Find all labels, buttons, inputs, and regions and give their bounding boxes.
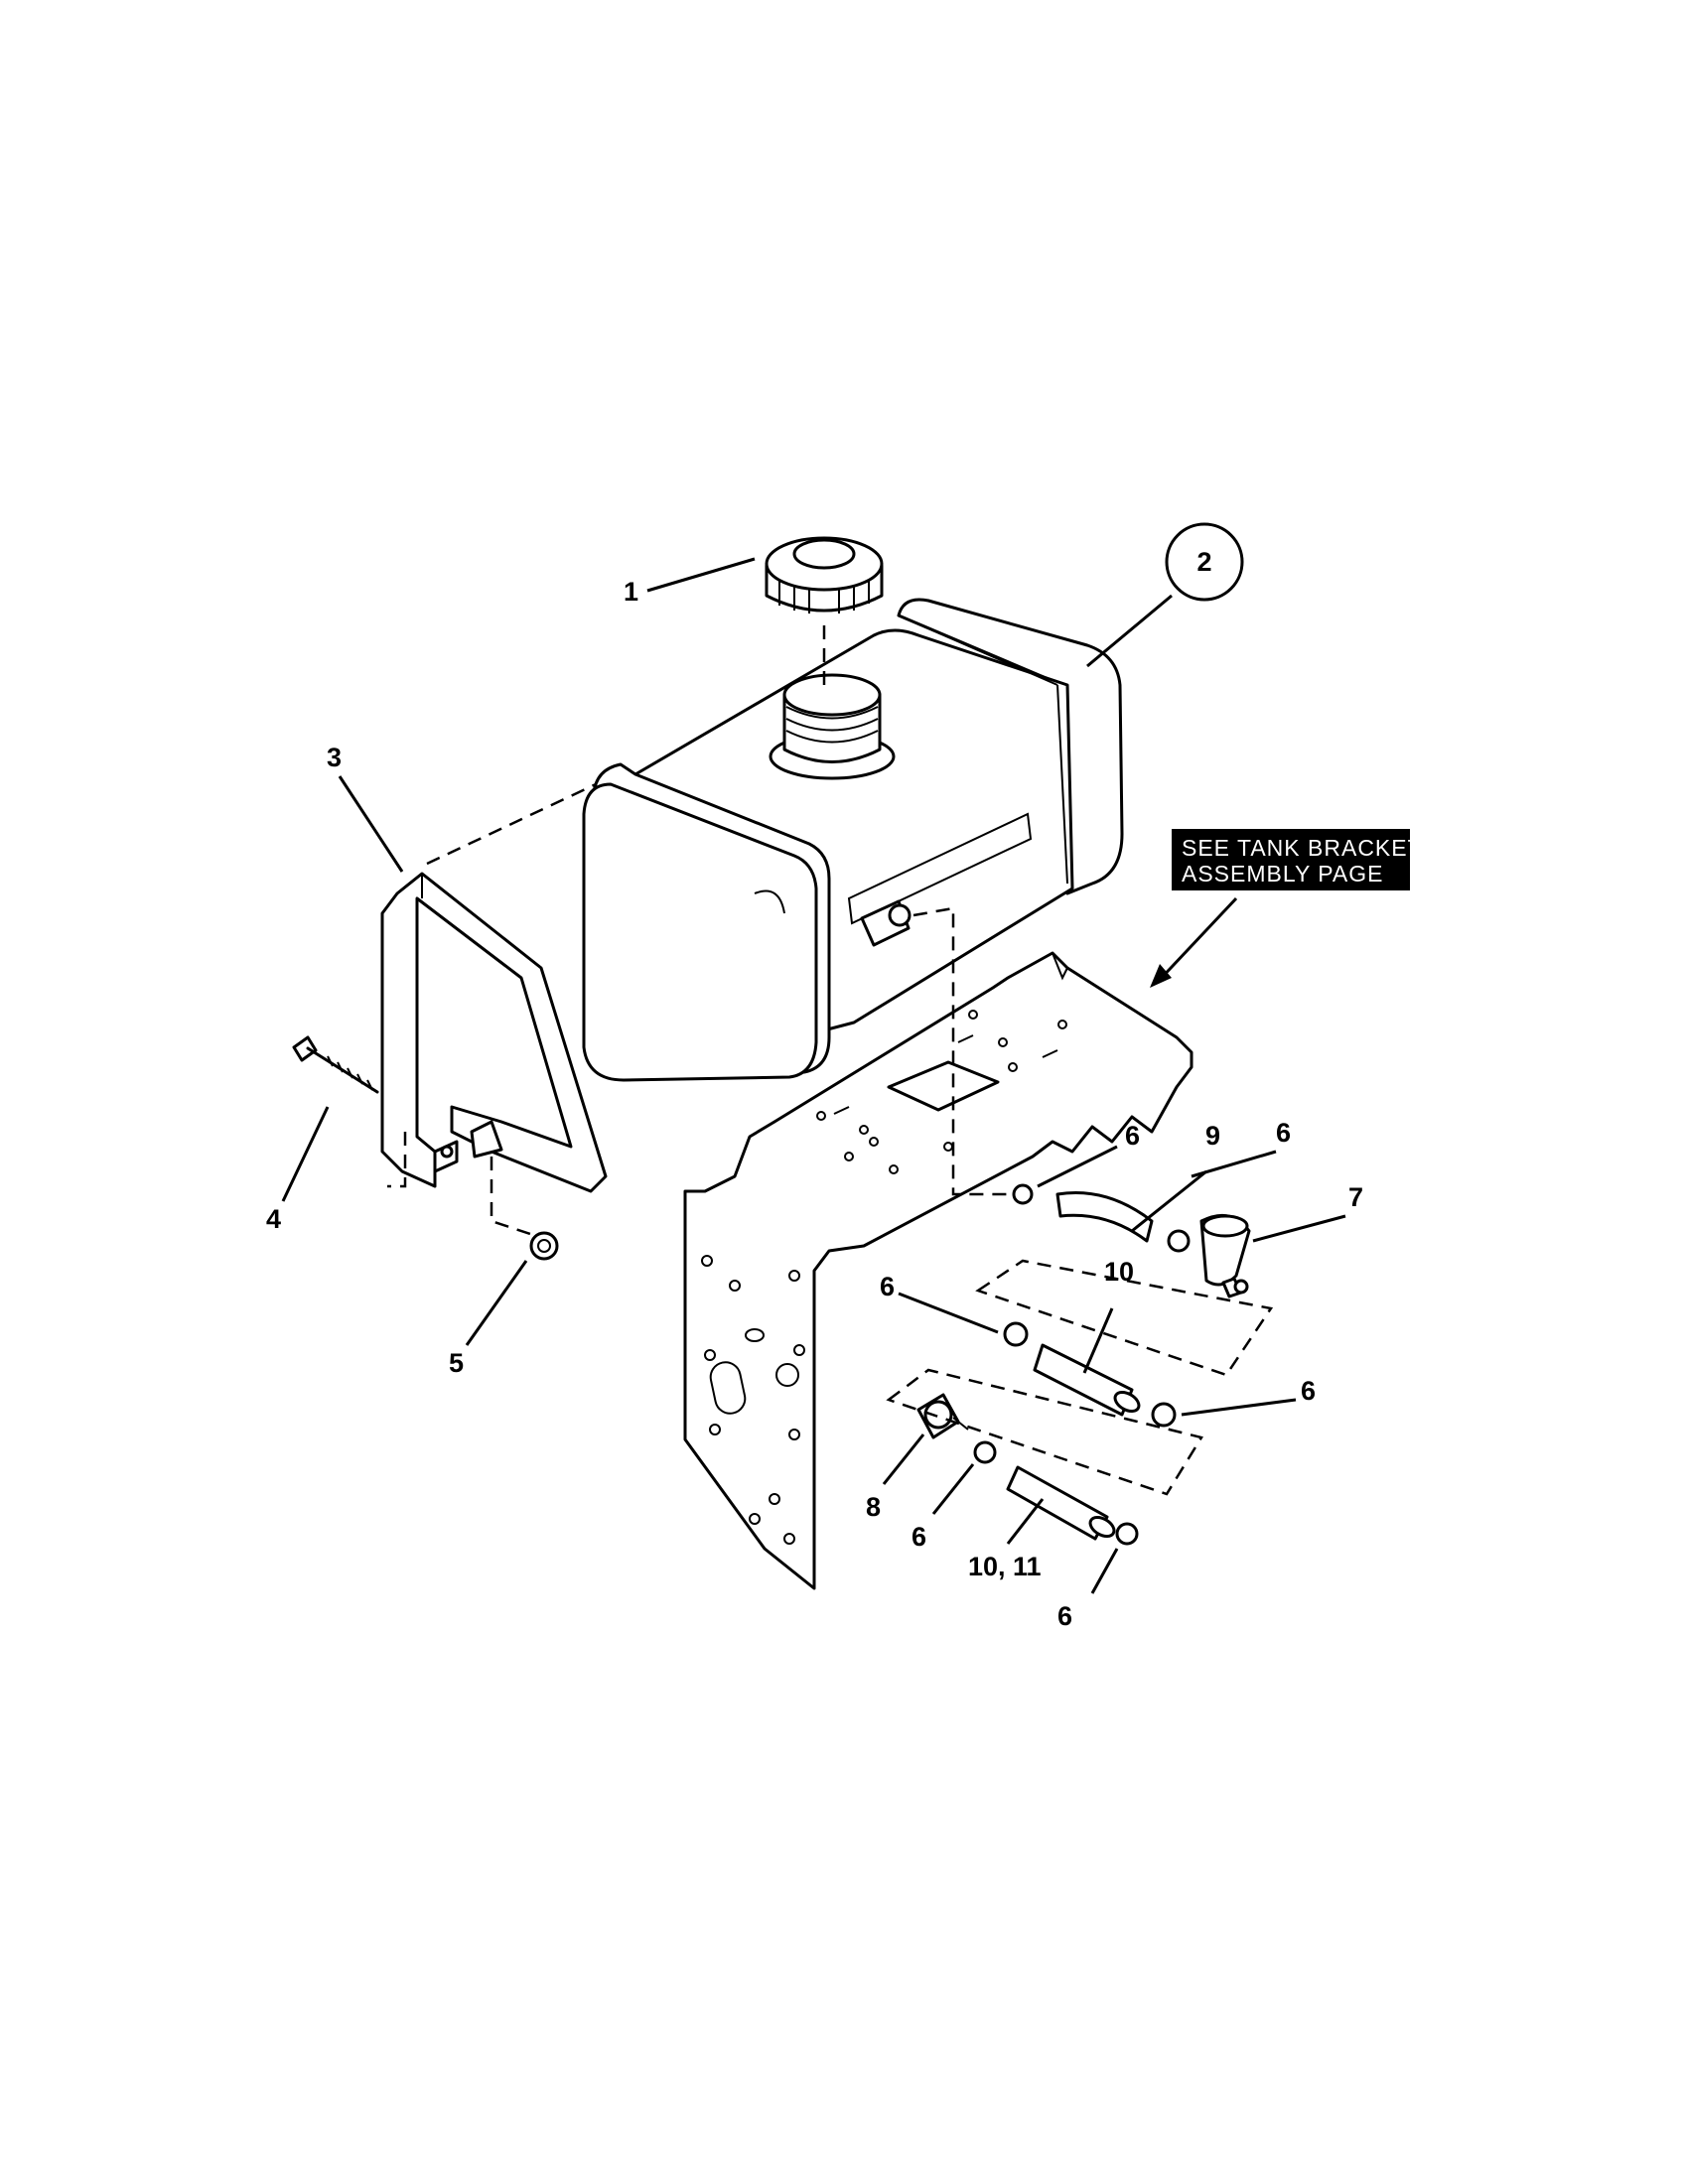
callout-2-circle: [1165, 522, 1244, 602]
callout-6-c: 6: [880, 1272, 895, 1301]
hose-clamp: [1115, 1522, 1139, 1546]
callout-8: 8: [866, 1492, 881, 1522]
callout-5: 5: [449, 1348, 464, 1378]
callout-6-d: 6: [1301, 1376, 1316, 1406]
callout-4: 4: [266, 1204, 281, 1234]
fuel-filter: [916, 1393, 969, 1439]
bolt: [292, 1035, 379, 1094]
callout-1: 1: [624, 577, 638, 607]
note-line-1: SEE TANK BRACKET: [1182, 835, 1423, 861]
callout-6-b: 6: [1276, 1118, 1291, 1148]
nut: [529, 1231, 559, 1261]
assembly-lines: [387, 625, 1274, 1496]
hose-clamp: [1012, 1183, 1034, 1205]
tank-bracket: [683, 951, 1193, 1590]
note-line-2: ASSEMBLY PAGE: [1182, 861, 1383, 887]
fuel-hose: [1055, 1191, 1154, 1243]
leader-lines: [281, 557, 1346, 1594]
shut-off-valve: [1199, 1213, 1251, 1298]
callout-10: 10: [1104, 1257, 1134, 1287]
hose-clamp: [1003, 1321, 1029, 1347]
tank-bracket-note: SEE TANK BRACKET ASSEMBLY PAGE: [1172, 829, 1423, 890]
callout-6-e: 6: [912, 1522, 926, 1552]
note-box: [1172, 829, 1410, 890]
callout-10-11: 10, 11: [968, 1552, 1042, 1581]
hose-clamp: [973, 1440, 997, 1464]
callout-6-a: 6: [1125, 1121, 1140, 1151]
fuel-line-components: [916, 1183, 1251, 1546]
hose-clamp: [1151, 1402, 1177, 1428]
tank-strap: [380, 872, 608, 1193]
callout-2: 2: [1196, 547, 1211, 577]
fuel-hose: [1033, 1343, 1134, 1417]
fuel-cap: [765, 536, 884, 614]
callout-7: 7: [1348, 1182, 1363, 1212]
callout-6-f: 6: [1057, 1601, 1072, 1631]
fuel-tank: [582, 598, 1124, 1082]
arrowhead: [1150, 964, 1172, 988]
fuel-hose: [1006, 1465, 1109, 1541]
callout-3: 3: [327, 743, 342, 772]
hose-clamp: [1167, 1229, 1191, 1253]
callout-9: 9: [1205, 1121, 1220, 1151]
